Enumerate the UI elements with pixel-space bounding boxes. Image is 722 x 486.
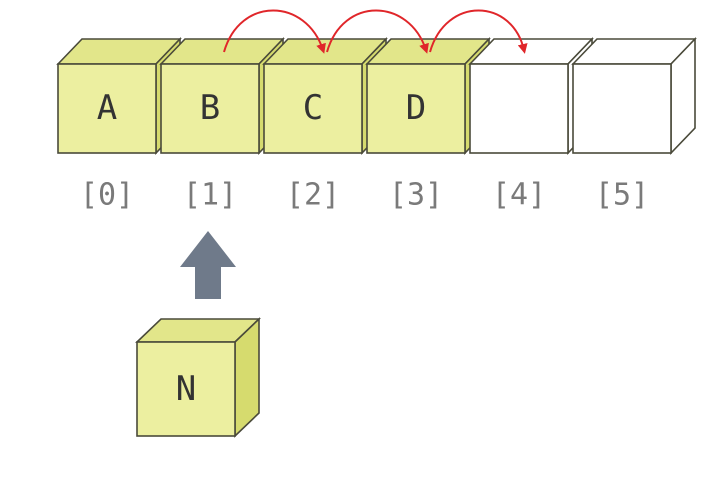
up-arrow-icon	[180, 231, 236, 299]
array-cell: [5]	[571, 37, 697, 213]
index-label: [4]	[492, 178, 546, 213]
cell-front	[136, 341, 236, 437]
new-element-cube: N	[135, 317, 261, 438]
cell-front	[366, 63, 466, 154]
cell-front	[57, 63, 157, 154]
cell-front	[263, 63, 363, 154]
index-label: [0]	[80, 178, 134, 213]
cell-front	[572, 63, 672, 154]
new-element-value: N	[176, 369, 196, 409]
cell-front	[469, 63, 569, 154]
array-cell: A [0]	[56, 37, 182, 213]
shift-arrow-icon	[326, 9, 429, 54]
index-label: [5]	[595, 178, 649, 213]
index-label: [3]	[389, 178, 443, 213]
shift-arrows	[223, 9, 528, 54]
cell-value: D	[406, 88, 426, 128]
array-cells: A [0] B [1] C [2] D [3]	[56, 37, 697, 213]
index-label: [1]	[183, 178, 237, 213]
cell-front	[160, 63, 260, 154]
shift-arrow-icon	[429, 9, 528, 54]
shift-arrow-icon	[223, 9, 326, 54]
index-label: [2]	[286, 178, 340, 213]
cell-value: A	[97, 88, 117, 128]
cell-value: C	[303, 88, 323, 128]
cell-value: B	[200, 88, 220, 128]
